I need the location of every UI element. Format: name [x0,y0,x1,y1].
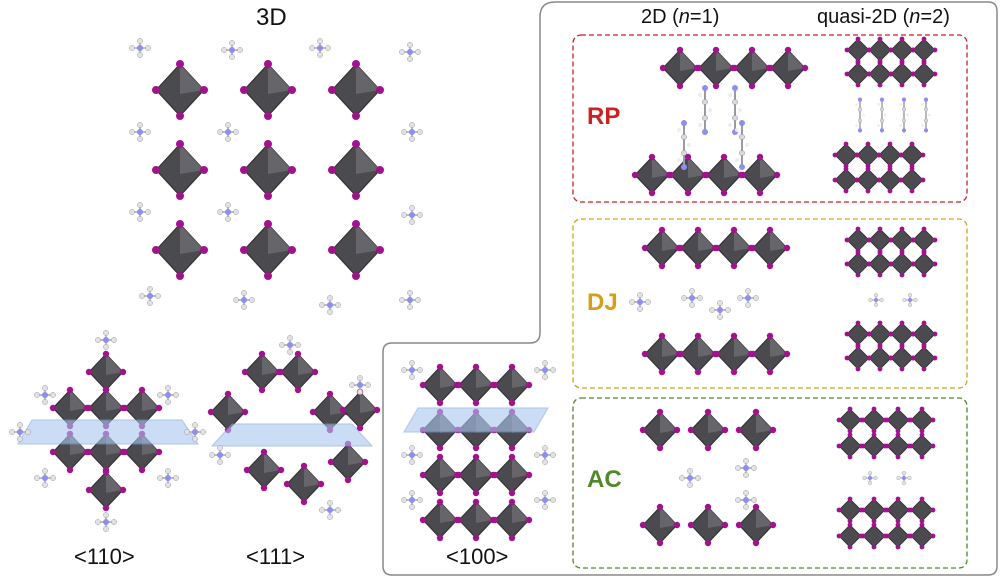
view-100-structure [400,359,557,542]
header-2d-prefix: 2D ( [641,6,679,28]
bulk-3d-structure [128,37,424,316]
dj-quasi2d-structure [844,226,938,372]
view-110-structure [8,329,207,533]
rp-quasi2d-structure [832,36,938,194]
label-view-100: <100> [446,544,509,569]
header-2d-n: n [678,6,690,28]
category-ac: AC [587,466,622,493]
category-rp: RP [587,103,621,130]
panel-frame [382,1,998,576]
ac-2d-structure [639,408,777,547]
ac-quasi2d-structure [836,406,936,550]
rp-box [572,34,968,203]
header-2d-n1: 2D (n=1) [641,6,719,29]
label-view-111: <111> [246,544,306,569]
label-view-110: <110> [74,544,135,569]
label-3d: 3D [256,4,287,31]
rp-2d-structure [631,46,809,197]
header-quasi-suffix: =2) [920,6,950,28]
category-dj: DJ [587,289,618,316]
header-2d-suffix: =1) [689,6,720,28]
header-quasi-n: n [909,6,921,28]
ac-box [572,397,968,569]
header-quasi-prefix: quasi-2D ( [817,6,910,28]
header-quasi2d-n2: quasi-2D (n=2) [817,6,950,29]
dj-2d-structure [628,226,791,376]
view-111-structure [207,334,381,521]
dj-box [572,218,968,389]
